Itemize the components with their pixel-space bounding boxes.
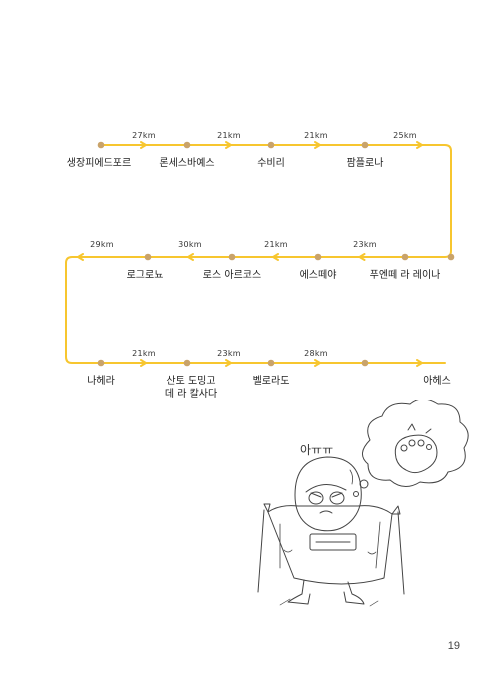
route-arrow-5	[357, 253, 366, 261]
route-arrows	[76, 141, 424, 367]
route-arrow-92	[76, 253, 84, 261]
stop-dot-11	[267, 359, 275, 367]
route-arrow-10	[225, 359, 233, 367]
stop-label-6: 에스떼야	[299, 270, 337, 281]
sore-foot-icon	[394, 434, 438, 474]
stop-dot-10	[183, 359, 191, 367]
stop-label-12: 아헤스	[423, 376, 451, 387]
route-arrow-91	[416, 141, 424, 149]
stop-label-3: 수비리	[257, 158, 285, 169]
distance-label-6: 21km	[264, 240, 288, 249]
distance-label-3: 21km	[304, 131, 328, 140]
stop-label-1: 생장피에드포르	[66, 158, 132, 169]
thought-bubble	[362, 400, 469, 487]
stop-dot-4	[361, 141, 369, 149]
stop-dot-6	[314, 253, 322, 261]
turn-dot-1	[447, 253, 455, 261]
route-arrow-9	[140, 359, 148, 367]
route-line	[65, 144, 452, 364]
distance-label-9: 21km	[132, 349, 156, 358]
route-arrow-3	[314, 141, 322, 149]
distance-label-1: 27km	[132, 131, 156, 140]
stop-dot-1	[97, 141, 105, 149]
cartoon-exclamation: 아ㅠㅠ	[300, 443, 334, 457]
stop-dot-12	[361, 359, 369, 367]
distance-label-2: 21km	[217, 131, 241, 140]
pilgrim-poncho	[267, 505, 393, 585]
stop-dot-9	[97, 359, 105, 367]
route-dots	[97, 141, 455, 367]
route-arrow-7	[186, 253, 194, 261]
stop-dot-2	[183, 141, 191, 149]
distance-label-11: 28km	[304, 349, 328, 358]
stop-dot-7	[228, 253, 236, 261]
stop-label-11: 벨로라도	[252, 376, 290, 387]
route-arrow-1	[140, 141, 148, 149]
distance-label-8: 29km	[90, 240, 114, 249]
stop-label-7: 로스 아르코스	[202, 270, 262, 281]
stop-dot-5	[401, 253, 409, 261]
route-arrow-6	[271, 253, 279, 261]
trekking-pole-left	[257, 509, 265, 593]
stop-dot-8	[144, 253, 152, 261]
distance-label-10: 23km	[217, 349, 241, 358]
distance-label-4: 25km	[393, 131, 417, 140]
stop-label-4: 팜플로나	[346, 158, 384, 169]
route-lines	[65, 144, 452, 364]
stop-label-5: 푸엔떼 라 레이나	[369, 270, 441, 281]
page-number: 19	[447, 640, 460, 652]
pilgrim-hood	[294, 456, 362, 532]
distance-label-7: 30km	[178, 240, 202, 249]
stop-label-10: 산토 도밍고 데 라 칼사다	[164, 376, 218, 400]
stop-dot-3	[267, 141, 275, 149]
stop-label-9: 나헤라	[87, 376, 115, 387]
route-arrow-2	[225, 141, 233, 149]
route-arrow-93	[416, 359, 424, 367]
pilgrim-cartoon-illustration	[257, 400, 469, 607]
stop-label-2: 론세스바예스	[159, 158, 215, 169]
stop-label-8: 로그로뇨	[126, 270, 164, 281]
trekking-pole-right	[397, 511, 405, 595]
route-arrow-11	[314, 359, 322, 367]
distance-label-5: 23km	[353, 240, 377, 249]
